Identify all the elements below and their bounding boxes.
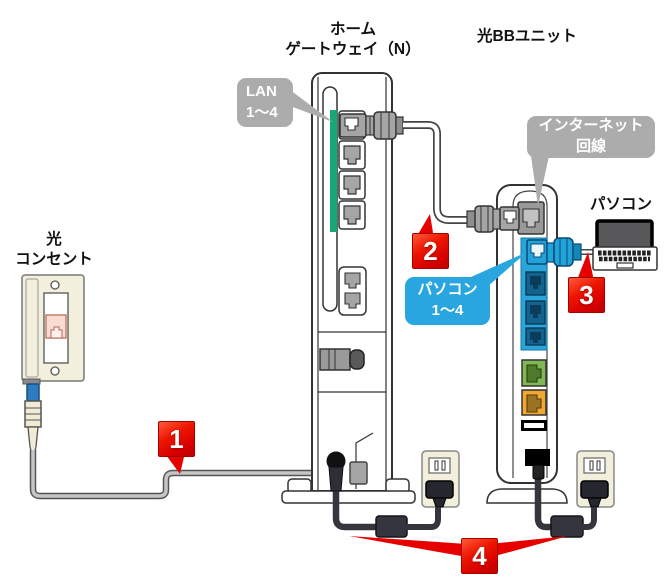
step-badge-3: 3 <box>568 277 605 313</box>
step-badge-1: 1 <box>158 421 195 457</box>
laptop-illustration <box>592 219 658 271</box>
gateway-fiber-jack <box>349 461 368 485</box>
internet-callout: インターネット 回線 <box>527 116 655 158</box>
bb-power-port <box>525 449 550 466</box>
lan-callout-line1: LAN <box>246 82 277 100</box>
optical-outlet-title-line2: コンセント <box>15 251 93 269</box>
home-gateway-title-line1: ホーム <box>329 21 377 38</box>
internet-callout-line1: インターネット <box>538 117 644 135</box>
lan-strip-green <box>330 110 337 232</box>
lan-callout: LAN 1～4 <box>237 78 293 127</box>
optical-fiber-cable <box>29 450 354 500</box>
pc-ports-callout-line1: パソコン <box>417 281 478 299</box>
optical-outlet-title: 光 コンセント <box>6 230 102 271</box>
wall-outlet-right <box>576 450 615 508</box>
lan-cable-connector <box>339 111 404 140</box>
internet-callout-line2: 回線 <box>575 138 606 155</box>
step1-pointer <box>166 455 184 474</box>
step4-pointer-right <box>489 536 568 556</box>
lan-cable <box>403 121 469 224</box>
bb-unit-device <box>486 184 568 504</box>
optical-fiber-connector <box>24 383 42 453</box>
internet-cable-connector <box>466 205 520 233</box>
home-gateway-title-line2: ゲートウェイ（N） <box>285 41 421 59</box>
home-gateway-device <box>281 72 416 504</box>
internet-callout-pointer <box>531 156 549 206</box>
lan-callout-line2: 1～4 <box>246 103 278 121</box>
home-gateway-title: ホーム ゲートウェイ（N） <box>253 20 453 61</box>
gateway-power-cord <box>326 451 441 538</box>
pc-ports-callout-line2: 1～4 <box>431 302 464 319</box>
pc-ports-callout: パソコン 1～4 <box>405 277 490 325</box>
step3-pointer <box>577 252 594 281</box>
bb-internet-port <box>517 201 545 235</box>
optical-outlet-device <box>21 274 85 385</box>
pc-title: パソコン <box>589 196 652 213</box>
bb-card-slot <box>521 420 547 431</box>
step2-pointer <box>417 214 434 239</box>
bb-green-port <box>521 359 547 387</box>
wall-outlet-left <box>421 450 460 508</box>
pc-cable-connector <box>526 237 582 267</box>
lan-callout-pointer <box>290 90 333 122</box>
bb-unit-stand <box>486 488 568 504</box>
bb-orange-port <box>521 389 547 416</box>
step-badge-2: 2 <box>412 233 449 269</box>
bb-power-cord <box>532 464 597 538</box>
bb-unit-title: 光BBユニット <box>477 28 577 45</box>
ac-adapter-left <box>375 515 408 538</box>
gateway-phone-ports <box>338 266 367 316</box>
step4-pointer-left <box>349 536 467 556</box>
gateway-stand <box>281 478 416 504</box>
optical-outlet-title-line1: 光 <box>46 231 62 248</box>
step-badge-4: 4 <box>461 538 498 574</box>
ac-adapter-right <box>550 515 584 538</box>
gateway-fiber-module <box>319 348 365 371</box>
